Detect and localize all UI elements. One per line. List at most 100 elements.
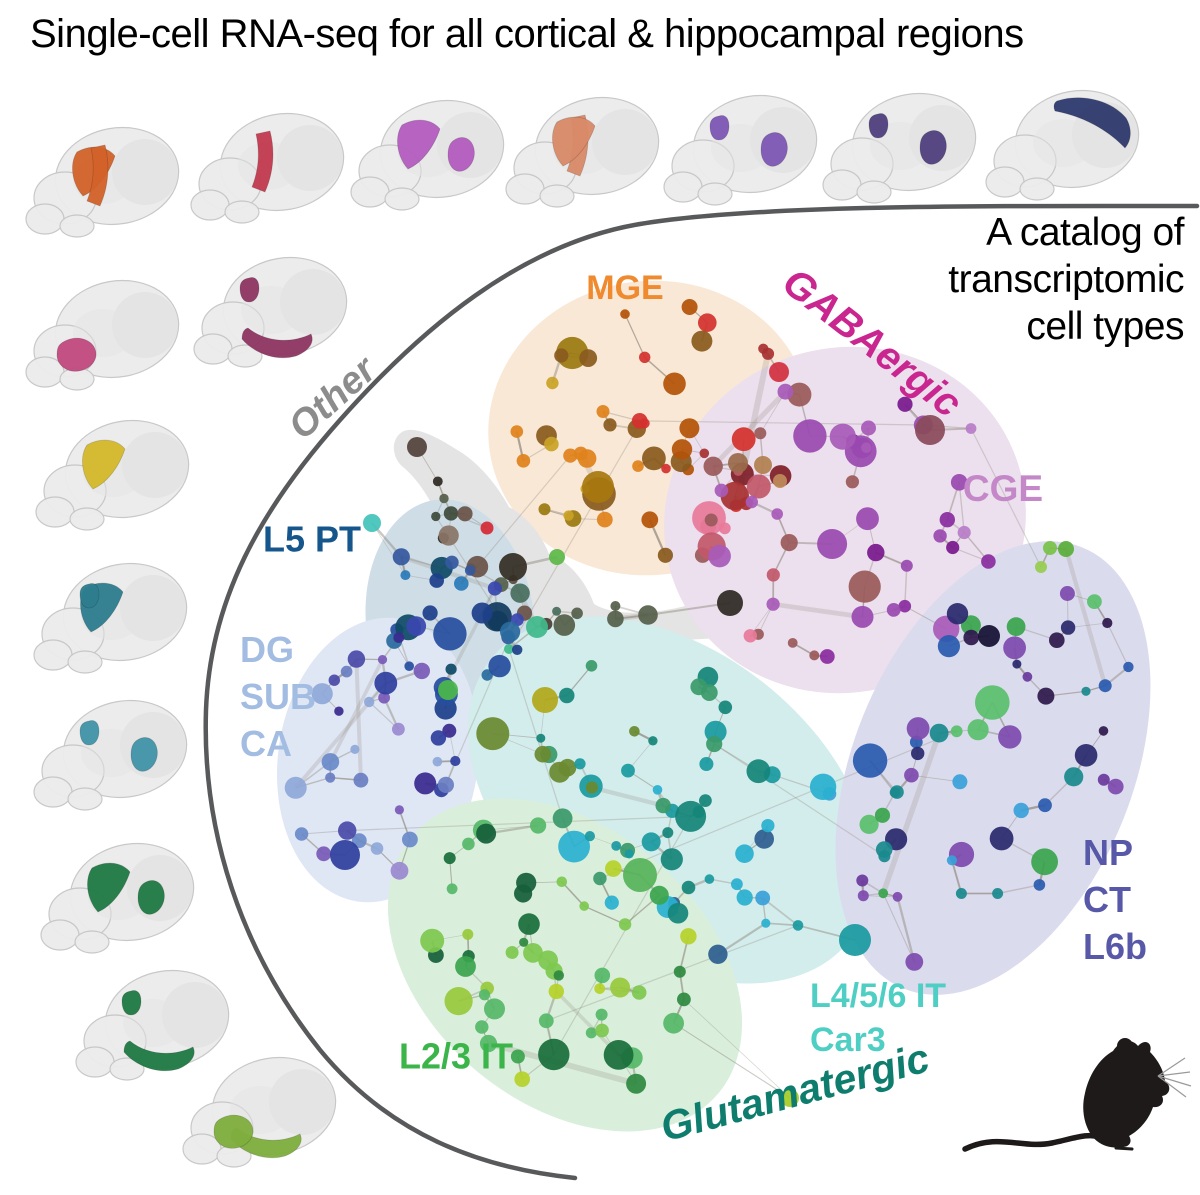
mouse-paw [1114,1146,1134,1151]
cell-node [890,785,904,799]
cell-node [706,735,723,753]
cell-node [431,511,441,522]
cell-node [478,989,491,1001]
cell-node [596,405,610,418]
highlighted-region [709,115,730,141]
cell-node [462,837,475,851]
cluster-blob-np [835,541,1151,995]
edge [958,482,965,533]
cell-node [1097,773,1110,786]
cell-node [454,576,469,591]
edge [476,455,571,568]
cell-node [530,817,547,834]
cell-node [699,448,710,459]
cell-node [444,987,473,1016]
cell-node [402,831,418,848]
cell-node [393,632,405,643]
cell-node [939,512,955,528]
cell-node [462,928,474,940]
cell-node [998,725,1022,749]
brain-region-14 [75,969,230,1081]
cell-node [284,776,307,799]
cell-node [414,772,437,795]
cell-node [699,794,712,807]
cell-node [900,559,913,572]
cell-node [620,309,630,319]
cell-node [544,436,559,452]
brain-region-7 [985,89,1140,201]
brain-region-6 [822,92,977,204]
edge [599,730,957,880]
cell-node [585,781,599,794]
cell-node [1031,848,1058,876]
edge [683,999,791,1099]
cell-node [937,635,961,658]
cell-node [548,983,564,1000]
cell-node [755,890,771,906]
edge [354,659,363,781]
cell-node [479,1034,498,1053]
cell-node [905,953,924,971]
cell-node [605,860,622,877]
cell-node [476,823,497,844]
cell-node [852,743,888,778]
cell-node [390,861,409,880]
edge [368,701,399,730]
highlighted-region [760,132,788,167]
cell-node [392,722,405,736]
edge [583,905,626,926]
cell-node [861,420,876,436]
edge [911,774,960,783]
cell-node [430,730,447,746]
cell-node [957,525,971,540]
cell-node [1022,671,1033,682]
cell-node [505,946,519,959]
cell-node [538,503,551,516]
cell-node [1035,561,1047,573]
cell-node [963,629,979,646]
cell-node [510,1049,525,1064]
cell-node [731,878,743,891]
cell-node [681,299,698,315]
cell-node [1033,879,1046,891]
cell-node [731,427,756,452]
cell-node [781,1089,799,1107]
cell-node [950,725,963,738]
cell-node [692,805,705,819]
edge [347,815,691,832]
cell-node [904,767,919,783]
cell-node [499,553,527,581]
cell-node [661,463,671,474]
edge [759,391,786,434]
cell-node [558,758,577,777]
decorations [25,89,1200,1181]
cell-node [579,349,598,367]
highlighted-region [1053,97,1131,149]
cell-node [437,776,454,794]
cell-node [859,814,879,835]
highlighted-region [79,583,100,609]
cell-node [809,650,820,661]
cell-node [829,423,856,450]
cell-node [667,902,689,924]
cell-node [404,661,415,671]
cell-node [718,700,733,715]
cell-node [915,415,945,445]
cell-node [406,616,427,636]
highlighted-region [447,137,475,172]
cell-node [652,785,663,795]
cell-node [553,614,576,636]
edge [765,922,799,927]
cell-node [1003,636,1026,660]
cell-node [559,687,575,704]
cell-node [691,330,713,352]
cell-node [536,733,546,743]
cell-node [400,570,411,581]
cell-node [946,540,960,555]
cell-node [780,534,798,552]
cell-node [604,895,619,910]
cell-node [981,554,996,569]
cell-node [699,757,714,771]
cell-node [532,687,558,713]
cell-node [1060,620,1076,635]
